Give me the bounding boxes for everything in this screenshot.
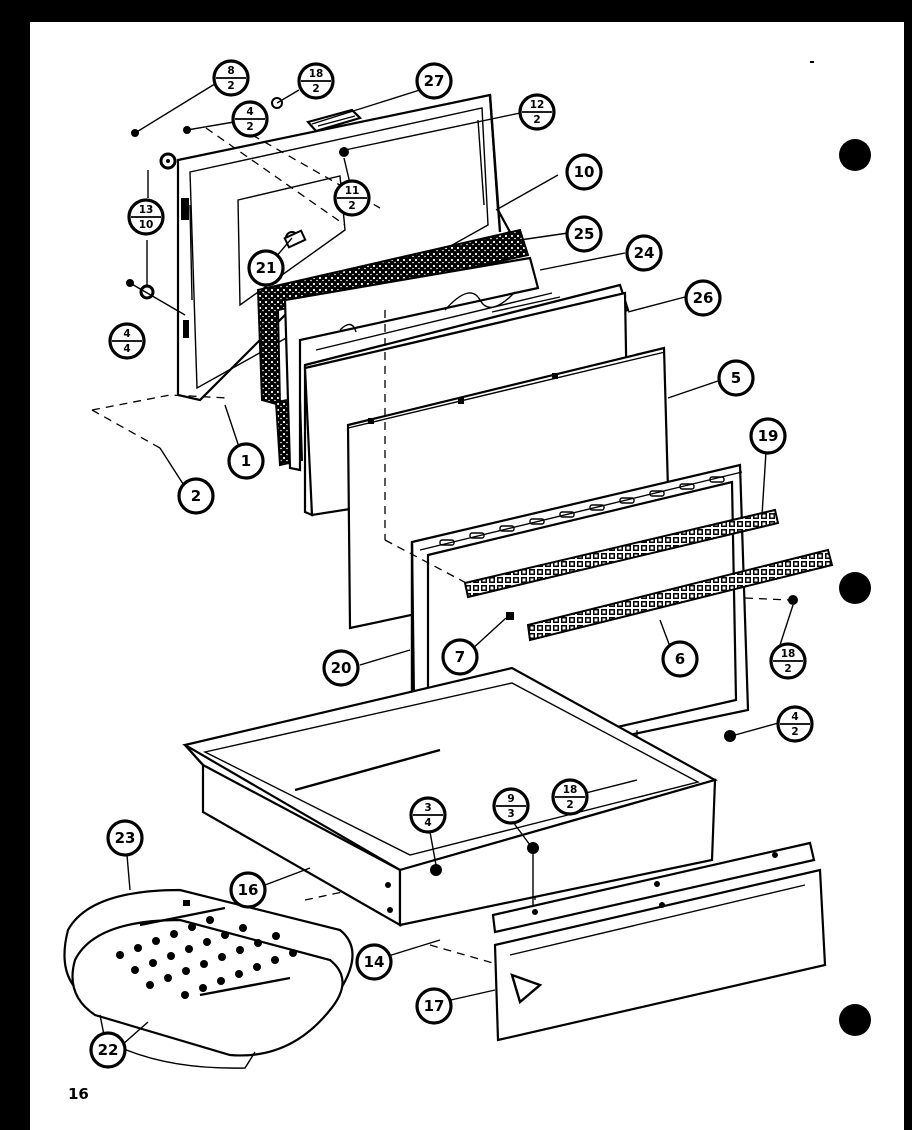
- svg-text:4: 4: [424, 817, 431, 829]
- callout-2: 2: [177, 477, 215, 515]
- svg-text:25: 25: [574, 225, 595, 243]
- lower-trim-strip: [526, 548, 834, 642]
- svg-text:27: 27: [424, 72, 445, 90]
- svg-text:10: 10: [574, 163, 595, 181]
- punch-hole-bottom: [839, 1004, 871, 1036]
- svg-text:9: 9: [507, 793, 514, 805]
- svg-text:2: 2: [566, 799, 573, 811]
- callout-22: 22: [89, 1031, 127, 1069]
- callout-fraction-4-4: 44: [108, 322, 146, 360]
- callout-20: 20: [322, 649, 360, 687]
- svg-text:18: 18: [563, 784, 578, 796]
- callout-21: 21: [247, 249, 285, 287]
- callout-fraction-18-2-top: 182: [297, 62, 335, 100]
- svg-text:14: 14: [364, 953, 385, 971]
- upper-trim-strip: [463, 508, 780, 599]
- callout-leaders: [121, 81, 794, 1046]
- punch-hole-top: [839, 139, 871, 171]
- svg-text:2: 2: [348, 200, 355, 212]
- svg-text:1: 1: [241, 452, 251, 470]
- svg-text:4: 4: [123, 343, 130, 355]
- svg-text:13: 13: [139, 204, 154, 216]
- insulation-panel: [256, 228, 530, 407]
- callout-26: 26: [684, 279, 722, 317]
- callout-24: 24: [625, 234, 663, 272]
- broiler-pan: [63, 888, 354, 1069]
- svg-text:18: 18: [781, 648, 796, 660]
- svg-text:22: 22: [98, 1041, 119, 1059]
- callout-19: 19: [749, 417, 787, 455]
- svg-text:20: 20: [331, 659, 352, 677]
- callout-5: 5: [717, 359, 755, 397]
- svg-text:8: 8: [227, 65, 234, 77]
- svg-text:2: 2: [227, 80, 234, 92]
- svg-text:5: 5: [731, 369, 741, 387]
- svg-text:18: 18: [309, 68, 324, 80]
- grill-perforations: [116, 916, 297, 999]
- svg-text:2: 2: [191, 487, 201, 505]
- svg-text:3: 3: [424, 802, 431, 814]
- callout-16: 16: [229, 871, 267, 909]
- svg-text:17: 17: [424, 997, 445, 1015]
- svg-text:12: 12: [530, 99, 545, 111]
- svg-text:4: 4: [791, 711, 798, 723]
- callout-fraction-3-4: 34: [409, 796, 447, 834]
- svg-text:3: 3: [507, 808, 514, 820]
- page-number: 16: [68, 1085, 89, 1103]
- callout-fraction-8-2: 82: [212, 59, 250, 97]
- callout-23: 23: [106, 819, 144, 857]
- svg-text:2: 2: [791, 726, 798, 738]
- punch-hole-middle: [839, 572, 871, 604]
- callout-fraction-9-3: 93: [492, 787, 530, 825]
- svg-text:24: 24: [634, 244, 655, 262]
- svg-text:16: 16: [238, 881, 259, 899]
- svg-text:2: 2: [784, 663, 791, 675]
- svg-text:21: 21: [256, 259, 277, 277]
- callout-fraction-12-2: 122: [518, 93, 556, 131]
- inner-door-panel: [283, 256, 540, 472]
- svg-text:11: 11: [345, 185, 360, 197]
- callout-fraction-11-2: 112: [333, 179, 371, 217]
- svg-text:2: 2: [312, 83, 319, 95]
- storage-drawer: [182, 666, 718, 927]
- callout-7: 7: [441, 638, 479, 676]
- svg-text:2: 2: [246, 121, 253, 133]
- svg-text:26: 26: [693, 289, 714, 307]
- callout-17: 17: [415, 987, 453, 1025]
- callout-fraction-18-2-right: 182: [769, 642, 807, 680]
- svg-text:10: 10: [139, 219, 154, 231]
- callout-25: 25: [565, 215, 603, 253]
- callout-fraction-18-2-bottom: 182: [551, 778, 589, 816]
- svg-text:4: 4: [123, 328, 130, 340]
- callout-fraction-4-2-bottom: 42: [776, 705, 814, 743]
- door-handle: [283, 108, 363, 249]
- callout-27: 27: [415, 62, 453, 100]
- svg-text:23: 23: [115, 829, 136, 847]
- small-mark: [810, 61, 814, 63]
- frame-slots: [439, 476, 725, 546]
- callout-6: 6: [661, 640, 699, 678]
- svg-text:2: 2: [533, 114, 540, 126]
- svg-text:19: 19: [758, 427, 779, 445]
- callout-10: 10: [565, 153, 603, 191]
- svg-text:7: 7: [455, 648, 465, 666]
- svg-text:6: 6: [675, 650, 685, 668]
- callout-1: 1: [227, 442, 265, 480]
- callout-fraction-4-2-top: 42: [231, 100, 269, 138]
- svg-text:4: 4: [246, 106, 253, 118]
- callout-14: 14: [355, 943, 393, 981]
